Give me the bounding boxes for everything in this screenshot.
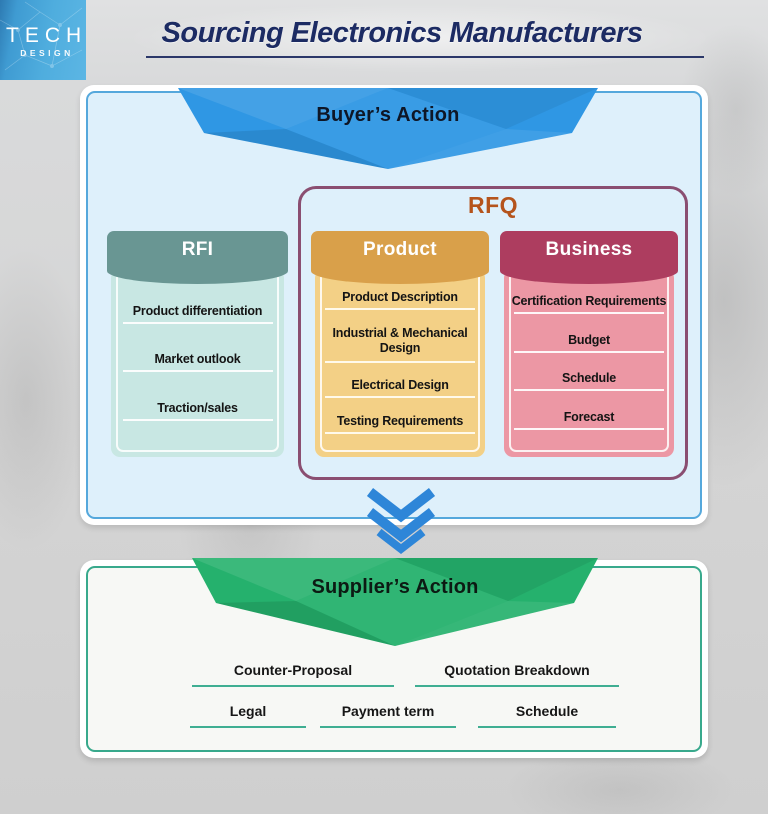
list-item: Product Description [325, 290, 475, 311]
list-item: Market outlook [122, 352, 273, 372]
rfi-column-header: RFI [107, 231, 288, 284]
item-underline [514, 350, 664, 353]
list-item-label: Product Description [342, 290, 458, 305]
list-item: Budget [514, 333, 664, 353]
logo-text-tech: TECH [6, 24, 86, 47]
title-underline [146, 56, 704, 58]
item-underline [478, 726, 616, 728]
supplier-item-payment-term: Payment term [320, 703, 456, 728]
list-item: Product differentiation [122, 303, 273, 324]
item-underline [325, 308, 475, 311]
product-column-body [315, 269, 485, 457]
product-column: Product Product Description Industrial &… [311, 231, 489, 457]
supplier-item-label: Counter-Proposal [233, 662, 353, 678]
list-item: Traction/sales [122, 400, 273, 421]
list-item-label: Testing Requirements [336, 413, 464, 428]
list-item-label: Electrical Design [351, 378, 449, 393]
list-item: Electrical Design [325, 378, 475, 399]
supplier-item-schedule: Schedule [478, 703, 616, 728]
business-column-inner-frame [509, 277, 669, 452]
product-item-list: Product Description Industrial & Mechani… [311, 275, 489, 449]
supplier-item-label: Legal [229, 703, 267, 719]
list-item-label: Product differentiation [132, 303, 263, 318]
item-underline [190, 726, 306, 728]
double-chevron-down-icon [366, 488, 436, 555]
rfi-column-body [111, 269, 284, 457]
supplier-item-label: Payment term [341, 703, 435, 719]
item-underline [415, 685, 619, 687]
product-column-title: Product [363, 239, 437, 260]
item-underline [122, 321, 273, 324]
item-underline [325, 360, 475, 363]
supplier-item-counter-proposal: Counter-Proposal [192, 662, 394, 687]
product-column-header: Product [311, 231, 489, 284]
list-item-label: Traction/sales [157, 400, 238, 415]
item-underline [514, 428, 664, 431]
list-item: Schedule [514, 371, 664, 392]
rfq-container [298, 186, 688, 480]
list-item: Testing Requirements [325, 414, 475, 434]
list-item: Certification Requirements [511, 293, 667, 314]
business-item-list: Certification Requirements Budget Schedu… [500, 275, 678, 449]
item-underline [122, 418, 273, 421]
rfi-column: RFI Product differentiation Market outlo… [107, 231, 288, 457]
tech-design-logo: TECH DESIGN [0, 0, 86, 80]
rfq-title: RFQ [467, 192, 519, 218]
page-title: Sourcing Electronics Manufacturers [161, 17, 643, 49]
item-underline [514, 311, 664, 314]
rfi-column-title: RFI [181, 239, 214, 260]
supplier-item-label: Schedule [515, 703, 579, 719]
item-underline [325, 431, 475, 434]
supplier-item-legal: Legal [190, 703, 306, 728]
business-column-header: Business [500, 231, 678, 284]
business-column: Business Certification Requirements Budg… [500, 231, 678, 457]
list-item: Industrial & Mechanical Design [325, 326, 475, 363]
rfi-item-list: Product differentiation Market outlook T… [107, 275, 288, 449]
list-item-label: Schedule [562, 371, 616, 386]
list-item-label: Certification Requirements [511, 293, 667, 308]
list-item-label: Industrial & Mechanical Design [332, 325, 468, 356]
supplier-item-quotation-breakdown: Quotation Breakdown [415, 662, 619, 687]
list-item-label: Market outlook [154, 352, 241, 366]
item-underline [192, 685, 394, 687]
business-column-body [504, 269, 674, 457]
logo-text-design: DESIGN [20, 48, 74, 58]
item-underline [320, 726, 456, 728]
supplier-section-frame [80, 560, 708, 758]
item-underline [325, 396, 475, 399]
business-column-title: Business [545, 239, 633, 260]
item-underline [122, 370, 273, 372]
product-column-inner-frame [320, 277, 480, 452]
list-item-label: Forecast [563, 410, 615, 425]
list-item: Forecast [514, 410, 664, 431]
logo-network-pattern-icon [0, 1, 83, 71]
list-item-label: Budget [568, 332, 610, 347]
rfi-column-inner-frame [116, 277, 279, 452]
item-underline [514, 389, 664, 392]
supplier-item-label: Quotation Breakdown [444, 662, 590, 678]
